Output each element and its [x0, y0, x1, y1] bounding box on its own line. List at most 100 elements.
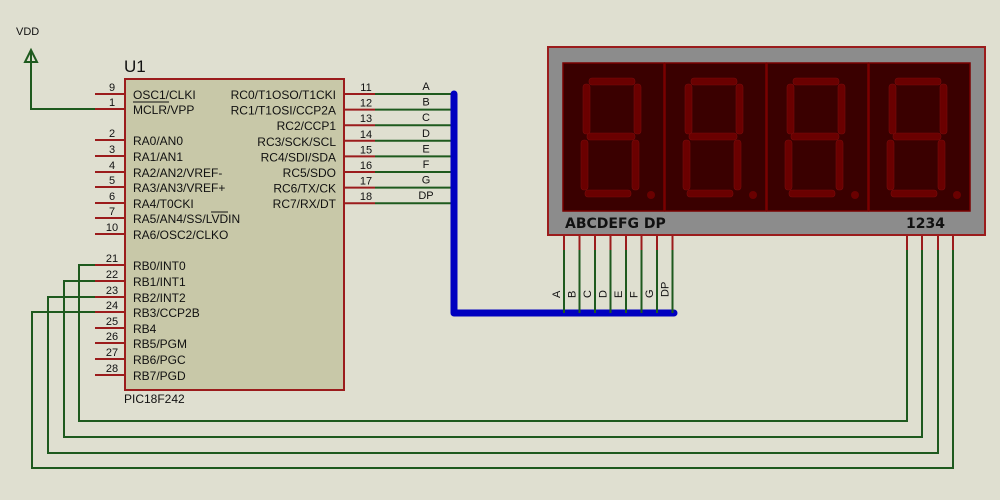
pin-name: RA3/AN3/VREF+: [133, 181, 225, 195]
segment-b: [837, 83, 846, 135]
segment-c: [631, 139, 640, 191]
pin-name: RC3/SCK/SCL: [257, 135, 336, 149]
vdd-wire: [30, 50, 125, 110]
net-label: B: [422, 97, 429, 109]
segment-g: [892, 132, 942, 141]
pin-name: RB3/CCP2B: [133, 306, 200, 320]
pin-name: RA4/T0CKI: [133, 197, 194, 211]
pin-number: 4: [109, 160, 115, 172]
pin-name: RA0/AN0: [133, 134, 183, 148]
net-label: A: [422, 81, 430, 93]
pin-name: MCLR/VPP: [133, 103, 194, 117]
pin-name: RA5/AN4/SS/LVDIN: [133, 212, 240, 226]
ic-body[interactable]: [124, 78, 345, 391]
pin-name: RB5/PGM: [133, 337, 187, 351]
bus-net-label: F: [629, 291, 641, 298]
pin-name: RB4: [133, 322, 157, 336]
pin-number: 16: [360, 160, 372, 172]
pin-name: RA6/OSC2/CLKO: [133, 228, 228, 242]
digit-1: [562, 62, 665, 212]
net-label: DP: [418, 190, 433, 202]
vdd-terminal[interactable]: VDD: [16, 26, 125, 110]
pin-number: 21: [106, 253, 118, 265]
segment-pin-C[interactable]: C: [582, 235, 596, 313]
segment-e: [580, 139, 589, 191]
digit-4: [868, 62, 971, 212]
pin-number: 15: [360, 144, 372, 156]
segment-a: [894, 77, 942, 86]
ic-right-pins: 11RC0/T1OSO/T1CKIA12RC1/T1OSI/CCP2AB13RC…: [231, 81, 454, 211]
segment-dp: [647, 191, 655, 199]
ic-part-label: PIC18F242: [124, 392, 185, 406]
segment-g: [586, 132, 636, 141]
pin-name: RC2/CCP1: [277, 119, 337, 133]
net-label: C: [422, 112, 430, 124]
pin-name: RB2/INT2: [133, 291, 186, 305]
pin-name: RB6/PGC: [133, 353, 186, 367]
segment-a: [792, 77, 840, 86]
pin-number: 22: [106, 269, 118, 281]
pin-number: 26: [106, 331, 118, 343]
pin-number: 7: [109, 206, 115, 218]
segment-g: [790, 132, 840, 141]
segment-b: [939, 83, 948, 135]
segment-dp: [749, 191, 757, 199]
pin-name: OSC1/CLKI: [133, 88, 196, 102]
segment-pin-A[interactable]: A: [551, 235, 565, 313]
segment-dp: [953, 191, 961, 199]
seven-segment-display[interactable]: ABCDEFG DP 1234: [547, 46, 986, 236]
segment-dp: [851, 191, 859, 199]
ic-ref-label: U1: [124, 57, 146, 76]
segment-pin-F[interactable]: F: [629, 235, 643, 313]
pin-number: 12: [360, 98, 372, 110]
segment-pin-D[interactable]: D: [598, 235, 612, 313]
segment-pin-B[interactable]: B: [567, 235, 581, 313]
segment-pin-E[interactable]: E: [613, 235, 627, 313]
pin-number: 3: [109, 144, 115, 156]
digit-1-wire: [78, 250, 908, 422]
digit-3-wire: [47, 250, 939, 454]
pin-number: 2: [109, 128, 115, 140]
segment-d: [890, 189, 938, 198]
segment-pin-DP[interactable]: DP: [660, 235, 674, 313]
pin-number: 6: [109, 191, 115, 203]
bus-net-label: D: [598, 290, 610, 298]
pin-number: 17: [360, 176, 372, 188]
bus-net-label: B: [567, 291, 579, 298]
segment-pin-G[interactable]: G: [644, 235, 658, 313]
data-bus[interactable]: [450, 90, 678, 317]
segment-e: [682, 139, 691, 191]
segment-e: [784, 139, 793, 191]
segment-c: [835, 139, 844, 191]
segment-d: [584, 189, 632, 198]
pin-name: RC0/T1OSO/T1CKI: [231, 88, 336, 102]
digit-4-wire: [31, 250, 954, 469]
